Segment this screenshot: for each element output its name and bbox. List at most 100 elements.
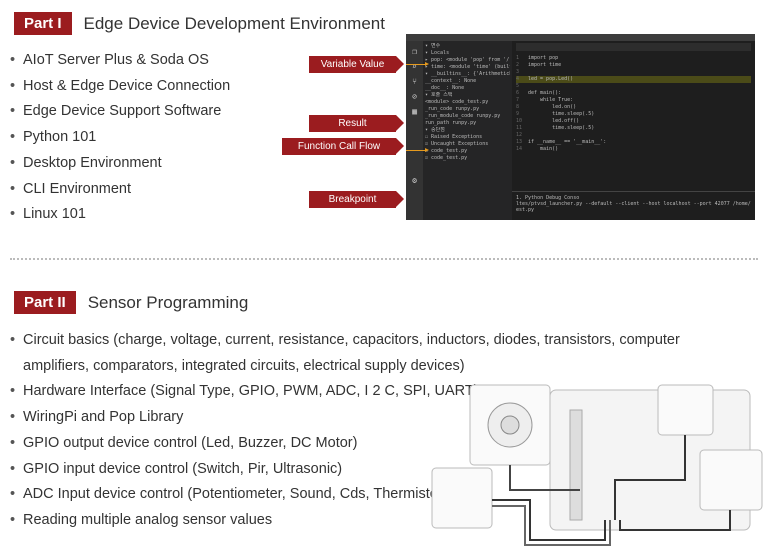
gpio-header — [569, 409, 583, 521]
ide-debug-sidebar: ▾ 변수▾ Locals ▸ pop: <module 'pop' from '… — [423, 41, 512, 220]
code-text: time.sleep(.5) — [528, 125, 595, 131]
line-number: 11 — [516, 125, 523, 131]
ide-screenshot: ❐ ⌕ ⑂ ⊘ ▦ ⚙ ▾ 변수▾ Locals ▸ pop: <module … — [406, 34, 755, 220]
line-number: 10 — [516, 118, 523, 124]
code-text: led.off() — [528, 118, 580, 124]
sidebar-line: run_path runpy.py — [425, 120, 477, 126]
section-divider — [10, 258, 758, 260]
part2-item-list: Circuit basics (charge, voltage, current… — [10, 328, 730, 534]
line-number: 6 — [516, 90, 520, 96]
sidebar-line: _run_code runpy.py — [425, 106, 480, 112]
list-item: Circuit basics (charge, voltage, current… — [10, 328, 730, 379]
list-item: AIoT Server Plus & Soda OS — [10, 48, 230, 74]
variable-value-pointer — [406, 62, 429, 66]
line-number: 14 — [516, 146, 523, 152]
sidebar-line: ▾ 변수 — [425, 43, 441, 49]
line-number: 3 — [516, 69, 520, 75]
code-text: time.sleep(.5) — [528, 111, 595, 117]
code-line: 11 time.sleep(.5) — [516, 125, 751, 132]
code-line: 12 — [516, 132, 751, 139]
sidebar-line: ▾ 중단점 — [425, 127, 445, 133]
code-line: 8 led.on() — [516, 104, 751, 111]
sidebar-line: ☐ Raised Exceptions — [425, 134, 483, 140]
part2-title: Sensor Programming — [87, 292, 249, 312]
line-number: 12 — [516, 132, 523, 138]
code-line: 2 import time — [516, 62, 751, 69]
sidebar-line: ☑ code_test.py — [425, 155, 468, 161]
sidebar-line: ☑ Uncaught Exceptions — [425, 141, 489, 147]
sidebar-line: <module> code_test.py — [425, 99, 489, 105]
extensions-icon: ▦ — [412, 107, 417, 116]
line-number: 7 — [516, 97, 520, 103]
part1-header: Part I Edge Device Development Environme… — [14, 12, 385, 35]
gear-icon: ⚙ — [412, 176, 417, 185]
part1-item-list: AIoT Server Plus & Soda OSHost & Edge De… — [10, 48, 230, 228]
sidebar-line: ▾ Locals — [425, 50, 450, 56]
list-item: Desktop Environment — [10, 151, 230, 177]
part1-badge: Part I — [14, 12, 72, 35]
sidebar-line: __doc__: None — [425, 85, 465, 91]
list-item: Host & Edge Device Connection — [10, 74, 230, 100]
code-text: main() — [528, 146, 559, 152]
list-item: GPIO output device control (Led, Buzzer,… — [10, 431, 730, 457]
sidebar-line: ▸ time: <module 'time' (built-.. — [425, 64, 510, 70]
callout-breakpoint: Breakpoint — [309, 191, 404, 208]
code-line: 14 main() — [516, 146, 751, 153]
sensor-board-illustration — [431, 384, 763, 546]
code-text: led.on() — [528, 104, 577, 110]
sidebar-line: ☑ code_test.py — [425, 148, 468, 154]
search-icon: ⌕ — [412, 62, 417, 71]
code-line: 7 while True: — [516, 97, 751, 104]
code-line: 3 — [516, 69, 751, 76]
code-text: if __name__ == '__main__': — [528, 139, 607, 145]
code-line: 9 time.sleep(.5) — [516, 111, 751, 118]
code-text: import pop — [528, 55, 559, 61]
code-line: 1 import pop — [516, 55, 751, 62]
sensor-module-left — [431, 467, 493, 529]
line-number: 8 — [516, 104, 520, 110]
list-item: Reading multiple analog sensor values — [10, 508, 730, 534]
list-item: WiringPi and Pop Library — [10, 405, 730, 431]
line-number: 9 — [516, 111, 520, 117]
line-number: 2 — [516, 62, 520, 68]
code-line: 5 — [516, 83, 751, 90]
line-number: 5 — [516, 83, 520, 89]
code-text: def main(): — [528, 90, 562, 96]
ide-titlebar — [406, 34, 755, 41]
code-text: import time — [528, 62, 562, 68]
branch-icon: ⑂ — [412, 77, 417, 86]
sensor-module-right — [699, 449, 763, 511]
code-line: 13 if __name__ == '__main__': — [516, 139, 751, 146]
sidebar-line: __context__: None — [425, 78, 477, 84]
list-item: ADC Input device control (Potentiometer,… — [10, 482, 730, 508]
list-item: Hardware Interface (Signal Type, GPIO, P… — [10, 379, 730, 405]
list-item: Edge Device Support Software — [10, 99, 230, 125]
list-item: GPIO input device control (Switch, Pir, … — [10, 457, 730, 483]
ide-activity-bar: ❐ ⌕ ⑂ ⊘ ▦ ⚙ — [406, 41, 423, 220]
ide-editor-tab — [516, 43, 751, 51]
code-text: led = pop.Led() — [528, 76, 574, 82]
terminal-line: ltes/ptvsd_launcher.py --default --clien… — [516, 201, 751, 207]
terminal-line: 1. Python Debug Conso — [516, 195, 580, 201]
code-line: 6 def main(): — [516, 90, 751, 97]
code-text: while True: — [528, 97, 574, 103]
part2-badge: Part II — [14, 291, 76, 314]
debug-icon: ⊘ — [412, 92, 417, 101]
callout-function-call-flow: Function Call Flow — [282, 138, 404, 155]
callout-result: Result — [309, 115, 404, 132]
list-item: CLI Environment — [10, 177, 230, 203]
list-item: Linux 101 — [10, 202, 230, 228]
sidebar-line: ▾ 호출 스택 — [425, 92, 453, 98]
code-line: 4 led = pop.Led() — [516, 76, 751, 83]
sensor-module-top — [657, 384, 714, 436]
files-icon: ❐ — [412, 47, 417, 56]
sidebar-line: ▾ __builtins__: {'ArithmeticErr.. — [425, 71, 510, 77]
line-number: 1 — [516, 55, 520, 61]
line-number: 13 — [516, 139, 523, 145]
call-flow-pointer — [406, 148, 429, 152]
line-number: 4 — [516, 76, 520, 82]
code-line: 10 led.off() — [516, 118, 751, 125]
